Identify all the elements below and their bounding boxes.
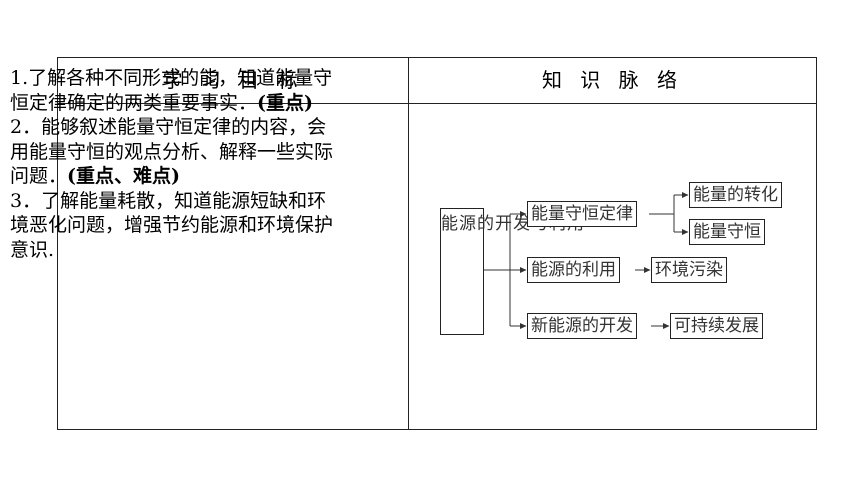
goal-item-2: 2．能够叙述能量守恒定律的内容，会用能量守恒的观点分析、解释一些实际问题．(重点… (10, 115, 345, 189)
goal-item-3: 3．了解能量耗散，知道能源短缺和环境恶化问题，增强节约能源和环境保护意识. (10, 189, 334, 261)
header-learning-goals: 学 习 目 标 (162, 68, 304, 92)
goal-1-tag: (重点) (257, 91, 313, 114)
node-energy-utilization: 能源的利用 (527, 257, 620, 283)
knowledge-table: 学 习 目 标 知 识 脉 络 (57, 57, 817, 430)
diagram-root-node: 能源的开发与利用 (440, 208, 584, 335)
node-energy-conserved: 能量守恒 (689, 219, 765, 245)
node-new-energy-development: 新能源的开发 (527, 313, 637, 339)
node-energy-conversion: 能量的转化 (689, 182, 782, 208)
column-divider (408, 58, 409, 429)
table-header-row (58, 58, 816, 104)
goal-1-text: 1.了解各种不同形式的能，知道能量守恒定律确定的两类重要事实． (10, 67, 333, 114)
goal-item-1: 1.了解各种不同形式的能，知道能量守恒定律确定的两类重要事实．(重点) (10, 66, 345, 115)
goal-2-tag: (重点、难点) (67, 165, 180, 187)
goal-2-text: 2．能够叙述能量守恒定律的内容，会用能量守恒的观点分析、解释一些实际问题． (10, 116, 334, 187)
learning-goals-list: 1.了解各种不同形式的能，知道能量守恒定律确定的两类重要事实．(重点) 2．能够… (10, 66, 345, 262)
node-sustainable-development: 可持续发展 (670, 313, 763, 339)
header-knowledge-map: 知 识 脉 络 (541, 68, 684, 92)
node-energy-conservation-law: 能量守恒定律 (527, 201, 637, 227)
node-environmental-pollution: 环境污染 (651, 257, 727, 283)
